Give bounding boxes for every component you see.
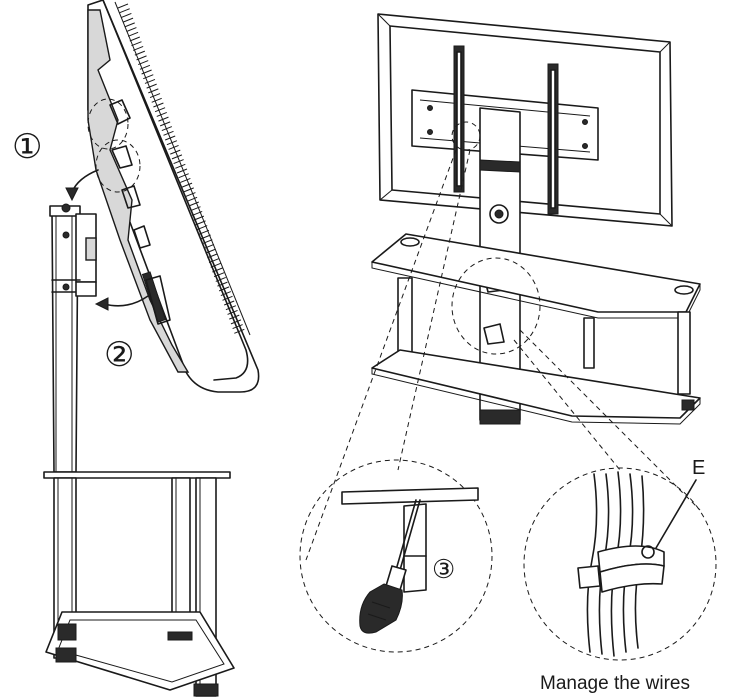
vent-slat [212,267,223,273]
vent-slat [232,324,243,330]
vent-slat [185,192,196,198]
tv-vent-grille [117,3,245,334]
vent-slat [151,97,162,103]
vent-slat [197,225,208,231]
vent-slat [148,88,159,94]
bottom-glass-shelf [371,349,701,425]
vent-slat [165,135,176,141]
vent-slat [126,27,137,33]
vent-slat [127,31,139,37]
vent-slat [191,210,203,216]
vent-slat [175,163,186,169]
vent-slat [195,220,206,226]
vent-slat [200,234,211,240]
vent-slat [131,41,142,47]
stand-pole [49,203,97,473]
detail-screwdriver: ③ [299,459,493,653]
vent-slat [210,262,221,268]
vent-slat [188,201,199,207]
vent-slat [202,239,213,245]
tv-mount-bracket [109,99,171,325]
vent-slat [161,126,173,132]
vent-slat [224,300,235,306]
tv-side-panel [87,0,260,393]
shelf-legs [397,277,691,395]
vent-slat [171,154,183,160]
detail-cable-clip: E [523,457,717,661]
vent-slat [170,149,181,155]
vent-slat [124,22,135,28]
vent-slat [180,177,191,183]
caption-manage-wires: Manage the wires [540,673,690,694]
top-glass-shelf [371,233,701,319]
vent-slat [234,328,245,334]
part-e-label: E [692,457,705,479]
vent-slat [139,64,151,70]
side-view-tv-hanging: ① ② [12,0,260,697]
cable-clip-callout [451,257,541,355]
vent-slat [166,140,178,146]
stand-shelf-side [43,471,235,697]
vent-slat [230,319,242,325]
vent-slat [213,272,225,278]
front-view-tv-on-stand [305,13,701,561]
vent-slat [119,8,130,14]
vent-slat [225,305,237,311]
vent-slat [227,309,238,315]
vent-slat [183,187,194,193]
vent-slat [215,276,226,282]
vent-slat [176,168,188,174]
screw-callout [451,121,481,151]
vent-slat [193,215,205,221]
vent-slat [144,78,156,84]
vent-slat [207,253,218,259]
vent-slat [122,17,134,23]
step-3-label: ③ [432,554,455,584]
vent-slat [181,182,193,188]
vent-slat [153,102,164,108]
vent-slat [222,295,233,301]
vent-slat [173,159,184,165]
vent-slat [178,173,189,179]
hook-callout-upper [87,98,129,150]
vent-slat [138,60,149,66]
vent-slat [168,144,179,150]
vent-slat [117,3,129,9]
vent-slat [198,229,210,235]
vent-slat [186,196,198,202]
vent-slat [217,281,228,287]
vent-slat [132,45,144,51]
vent-slat [163,130,174,136]
vent-slat [146,83,157,89]
vent-slat [218,286,230,292]
vent-slat [229,314,240,320]
vent-slat [205,248,216,254]
vent-slat [154,107,166,113]
vent-slat [159,121,171,127]
vent-slat [156,111,167,117]
step-1-label: ① [12,128,42,166]
vent-slat [136,55,147,61]
vent-slat [208,258,220,264]
vent-slat [129,36,140,42]
vent-slat [134,50,146,56]
vent-slat [220,291,232,297]
vent-slat [121,12,132,18]
hook-callout-lower [95,139,141,193]
vent-slat [149,93,161,99]
vent-slat [143,74,154,80]
vent-slat [203,243,215,249]
vent-slat [158,116,169,122]
step-2-label: ② [104,336,134,374]
vent-slat [141,69,152,75]
vent-slat [190,206,201,212]
